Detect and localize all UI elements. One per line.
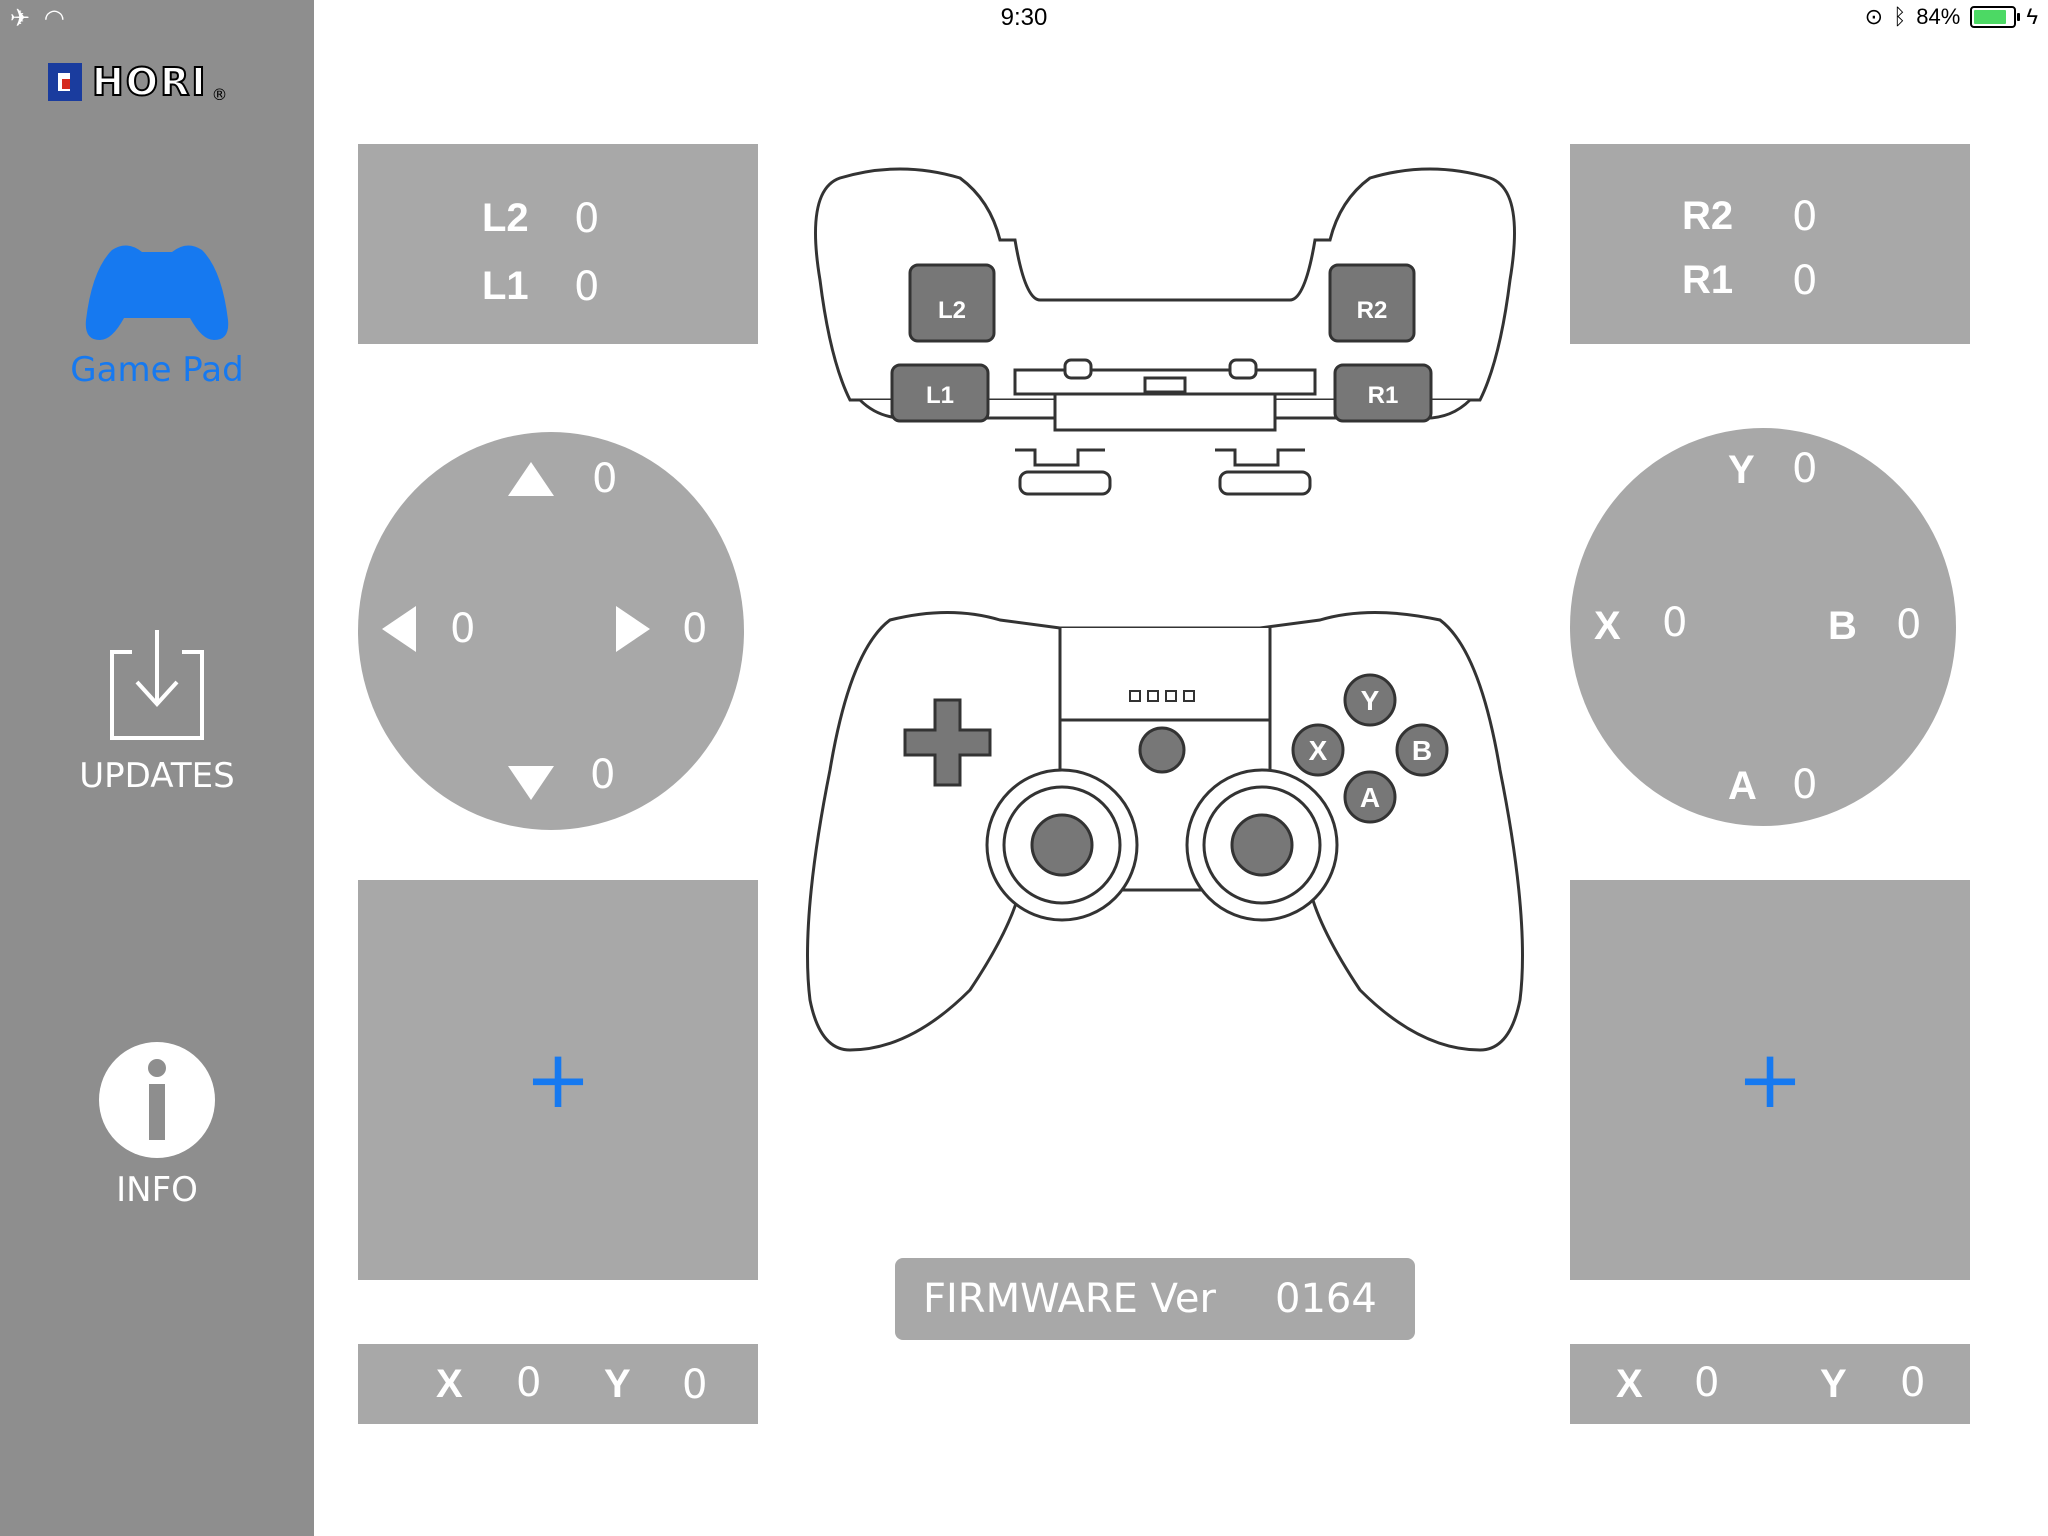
y-value: 0 (1792, 446, 1818, 492)
status-right-icons: ⊙ ᛒ 84% ϟ (1865, 4, 2038, 30)
controller-front-view-diagram: Y X B A (806, 611, 1524, 1052)
diagram-r2-label: R2 (1357, 297, 1388, 324)
left-stick-plus-icon: + (524, 1033, 592, 1126)
status-time: 9:30 (1000, 4, 1048, 31)
l1-label: L1 (482, 264, 529, 308)
l2-value: 0 (574, 196, 600, 242)
right-stick-y-label: Y (1820, 1362, 1847, 1406)
left-stick-x-value: 0 (516, 1360, 542, 1406)
r1-value: 0 (1792, 258, 1818, 304)
diagram-x-label: X (1309, 735, 1328, 766)
charging-icon: ϟ (2026, 4, 2038, 29)
right-stick-readout: X 0 Y 0 (1570, 1344, 1970, 1424)
download-icon (110, 630, 204, 740)
diagram-y-label: Y (1361, 685, 1380, 716)
x-label: X (1594, 604, 1621, 648)
diagram-b-label: B (1412, 735, 1432, 766)
b-value: 0 (1896, 602, 1922, 648)
diagram-dpad (903, 698, 992, 787)
diagram-x-button (1291, 723, 1345, 777)
left-stick-pad[interactable]: + (358, 880, 758, 1280)
dpad-left-value: 0 (450, 606, 476, 652)
diagram-l1-button (890, 363, 990, 423)
left-stick-readout: X 0 Y 0 (358, 1344, 758, 1424)
diagram-y-button (1343, 673, 1397, 727)
sidebar-item-label: INFO (116, 1170, 198, 1210)
diagram-r1-label: R1 (1368, 382, 1399, 409)
battery-icon (1970, 6, 2021, 28)
diagram-r1-button (1333, 363, 1433, 423)
diagram-a-label: A (1360, 782, 1380, 813)
l2-label: L2 (482, 196, 529, 240)
hori-logo: HORI ® (48, 59, 228, 105)
firmware-badge: FIRMWARE Ver 0164 (895, 1258, 1415, 1340)
sidebar-item-label: Game Pad (70, 350, 244, 390)
b-label: B (1828, 604, 1857, 648)
logo-text: HORI (91, 59, 208, 105)
logo-registered-mark: ® (211, 85, 228, 104)
controller-top-view-diagram: L2 R2 L1 R1 (814, 167, 1516, 496)
left-stick-y-label: Y (604, 1362, 631, 1406)
dpad-down-icon (508, 766, 554, 800)
diagram-l1-label: L1 (926, 382, 954, 409)
a-label: A (1728, 764, 1757, 808)
gamepad-icon (85, 245, 229, 340)
l1-value: 0 (574, 264, 600, 310)
hori-logo-mark (48, 63, 82, 101)
dpad-circle: 0 0 0 0 (358, 432, 744, 830)
sidebar-item-label: UPDATES (79, 756, 235, 796)
dpad-right-value: 0 (682, 606, 708, 652)
rotation-lock-icon: ⊙ (1864, 4, 1884, 29)
right-stick-pad[interactable]: + (1570, 880, 1970, 1280)
sidebar-item-info[interactable]: INFO (0, 1040, 314, 1210)
firmware-version: 0164 (1275, 1276, 1377, 1322)
diagram-a-button (1343, 770, 1397, 824)
sidebar: HORI ® Game Pad UPDATES INFO (0, 0, 314, 1536)
r2-label: R2 (1682, 194, 1734, 238)
battery-percent: 84% (1916, 4, 1961, 29)
sidebar-item-gamepad[interactable]: Game Pad (0, 240, 314, 390)
y-label: Y (1728, 448, 1755, 492)
dpad-left-icon (382, 606, 416, 652)
status-bar: ✈ ◠ 9:30 ⊙ ᛒ 84% ϟ (0, 0, 2048, 40)
dpad-up-icon (508, 462, 554, 496)
wifi-icon: ◠ (43, 4, 65, 32)
r2-value: 0 (1792, 194, 1818, 240)
sidebar-item-updates[interactable]: UPDATES (0, 626, 314, 796)
diagram-l2-button (908, 263, 996, 343)
r1-label: R1 (1682, 258, 1734, 302)
diagram-right-stick (1230, 813, 1294, 877)
diagram-r2-button (1328, 263, 1416, 343)
right-stick-plus-icon: + (1736, 1033, 1804, 1126)
left-stick-x-label: X (436, 1362, 463, 1406)
right-stick-x-value: 0 (1694, 1360, 1720, 1406)
firmware-label: FIRMWARE Ver (923, 1276, 1216, 1322)
dpad-down-value: 0 (590, 752, 616, 798)
airplane-icon: ✈ (10, 4, 31, 32)
diagram-l2-label: L2 (938, 297, 966, 324)
dpad-right-icon (616, 606, 650, 652)
left-stick-y-value: 0 (682, 1362, 708, 1408)
diagram-left-stick (1030, 813, 1094, 877)
info-icon (99, 1042, 215, 1158)
right-stick-x-label: X (1616, 1362, 1643, 1406)
diagram-b-button (1395, 723, 1449, 777)
right-stick-y-value: 0 (1900, 1360, 1926, 1406)
right-triggers-panel: R2 0 R1 0 (1570, 144, 1970, 344)
diagram-home-button (1138, 726, 1186, 774)
status-left-icons: ✈ ◠ (10, 4, 65, 32)
x-value: 0 (1662, 600, 1688, 646)
bluetooth-icon: ᛒ (1893, 4, 1907, 29)
face-buttons-circle: Y 0 X 0 B 0 A 0 (1570, 428, 1956, 826)
left-triggers-panel: L2 0 L1 0 (358, 144, 758, 344)
a-value: 0 (1792, 762, 1818, 808)
dpad-up-value: 0 (592, 456, 618, 502)
